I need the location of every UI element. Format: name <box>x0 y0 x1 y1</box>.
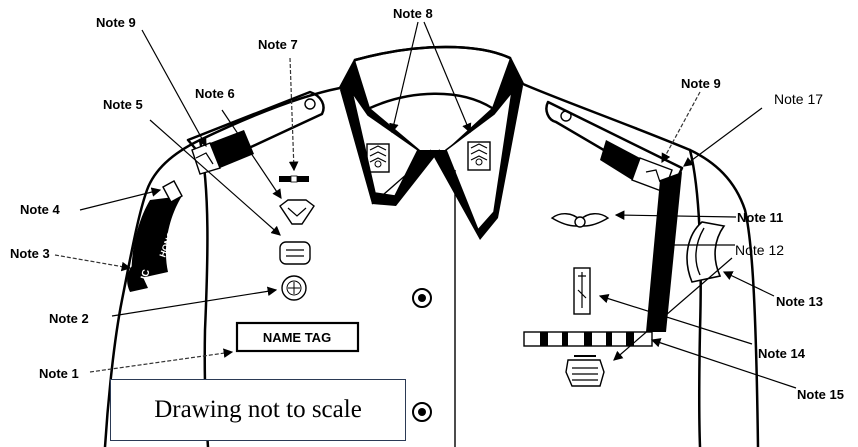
label-note7: Note 7 <box>258 37 298 52</box>
label-note13: Note 13 <box>776 294 823 309</box>
ribbon-note7 <box>279 175 309 183</box>
badge-note5 <box>279 241 311 265</box>
scale-note-box: Drawing not to scale <box>110 379 406 441</box>
label-note12: Note 12 <box>735 242 784 258</box>
button <box>412 402 432 422</box>
name-tag-text: NAME TAG <box>263 330 331 345</box>
badge-note6 <box>279 199 315 225</box>
label-note9-left: Note 9 <box>96 15 136 30</box>
label-note17: Note 17 <box>774 91 823 107</box>
badge-note2 <box>281 275 307 301</box>
label-note2: Note 2 <box>49 311 89 326</box>
label-note9-right: Note 9 <box>681 76 721 91</box>
name-tag: NAME TAG <box>235 321 360 353</box>
sleeve-tab-left <box>162 180 183 203</box>
leader-lines <box>54 21 797 389</box>
label-note5: Note 5 <box>103 97 143 112</box>
epaulet-left <box>186 90 325 175</box>
label-note15: Note 15 <box>797 387 844 402</box>
wings-note11 <box>550 213 610 228</box>
shoulder-patch-right <box>686 221 726 283</box>
collar-insignia-right <box>467 141 491 171</box>
shoulder-patch-left: IC HONOR <box>127 196 182 292</box>
label-note8: Note 8 <box>393 6 433 21</box>
badge-note14 <box>573 267 591 315</box>
label-note3: Note 3 <box>10 246 50 261</box>
patch-text: IC <box>139 268 152 281</box>
epaulet-right <box>545 100 684 193</box>
label-note1: Note 1 <box>39 366 79 381</box>
button <box>412 288 432 308</box>
aiguillette <box>646 172 682 332</box>
collar-insignia-left <box>366 143 390 173</box>
badge-note12 <box>565 355 605 387</box>
label-note6: Note 6 <box>195 86 235 101</box>
label-note4: Note 4 <box>20 202 61 217</box>
label-note14: Note 14 <box>758 346 806 361</box>
label-note11: Note 11 <box>737 210 783 225</box>
scale-note: Drawing not to scale <box>154 396 362 423</box>
